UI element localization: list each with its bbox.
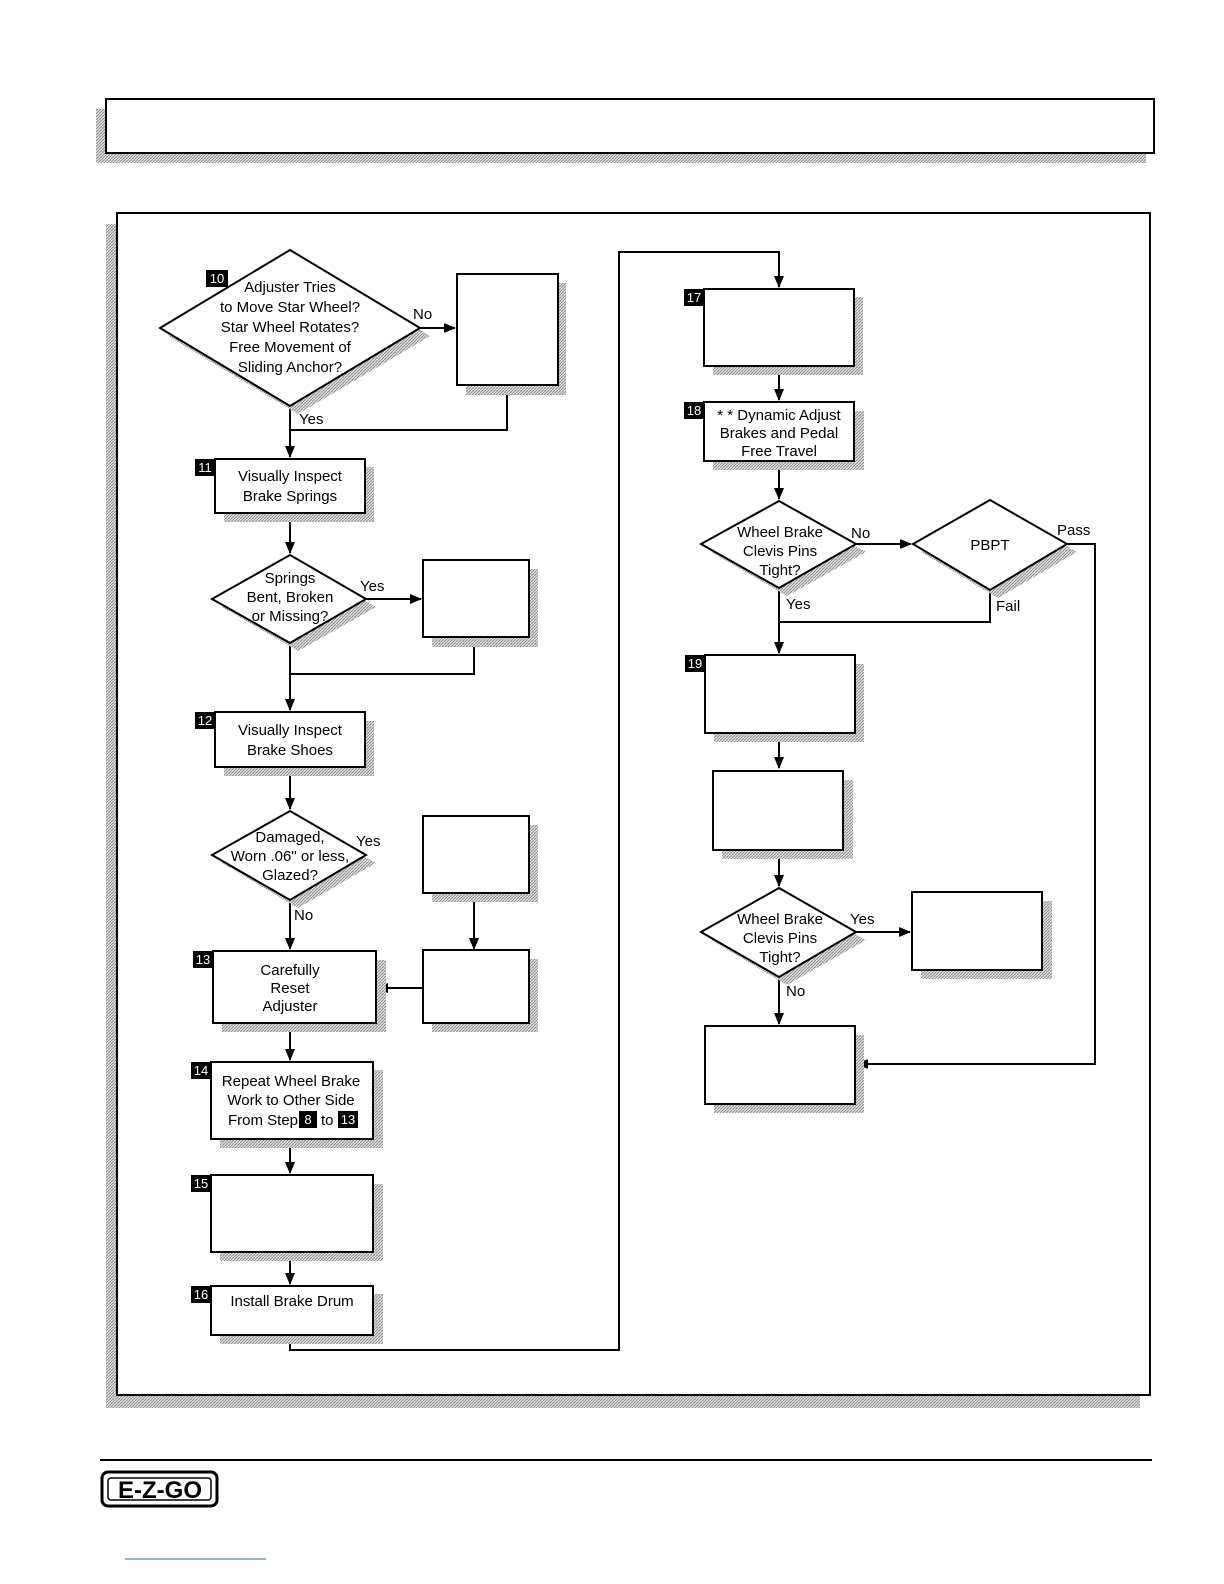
step-14-line-1: Repeat Wheel Brake [222,1073,360,1090]
step-number-13: 13 [196,952,210,967]
box-final [704,1025,864,1113]
step-number-14: 14 [194,1063,208,1078]
decision-shoes-line-2: Worn .06" or less, [231,848,349,865]
step-18-line-3: Free Travel [741,443,817,460]
step-number-15-badge [191,1175,211,1192]
step-17-box: 17 [684,288,863,375]
step-14-ref-a-badge [299,1111,317,1128]
step-number-11: 11 [198,460,212,475]
label-clevis-1-no: No [851,525,870,542]
step-16-line-1: Install Brake Drum [230,1293,353,1310]
step-11-line-2: Brake Springs [243,488,337,505]
step-number-19-badge [685,655,705,672]
step-16-box: 16 Install Brake Drum [191,1285,383,1344]
label-shoes-yes: Yes [356,833,380,850]
step-14-from-step: From Step [228,1112,298,1129]
step-number-11-badge [195,459,215,476]
step-15-box: 15 [191,1174,383,1261]
decision-10-line-5: Sliding Anchor? [238,359,342,376]
box-after-19 [712,770,853,859]
decision-clevis-2: Wheel Brake Clevis Pins Tight? [698,886,866,985]
label-clevis-2-no: No [786,983,805,1000]
box-10-no [456,273,566,395]
step-13-box: 13 Carefully Reset Adjuster [193,950,386,1032]
step-11-line-1: Visually Inspect [238,468,343,485]
step-13-line-1: Carefully [260,962,320,979]
decision-shoes: Damaged, Worn .06" or less, Glazed? [209,809,376,908]
step-14-ref-b: 13 [341,1112,355,1127]
label-shoes-no: No [294,907,313,924]
step-14-to: to [321,1112,334,1129]
decision-clevis-2-line-1: Wheel Brake [737,911,823,928]
label-springs-yes: Yes [360,578,384,595]
step-13-line-3: Adjuster [262,998,317,1015]
step-18-box: 18 * * Dynamic Adjust Brakes and Pedal F… [684,401,864,470]
step-number-17-badge [684,289,704,306]
decision-clevis-1-line-2: Clevis Pins [743,543,817,560]
step-12-line-1: Visually Inspect [238,722,343,739]
step-number-12: 12 [198,713,212,728]
header-bar [96,98,1155,163]
decision-springs-line-2: Bent, Broken [247,589,334,606]
decision-10-line-1: Adjuster Tries [244,279,336,296]
step-number-10-badge [206,270,228,287]
decision-pbpt: PBPT [911,498,1077,598]
step-number-16: 16 [194,1287,208,1302]
ezgo-logo: E-Z-GO [100,1470,219,1508]
decision-10-line-2: to Move Star Wheel? [220,299,360,316]
step-number-14-badge [191,1062,211,1079]
step-12-line-2: Brake Shoes [247,742,333,759]
step-number-12-badge [195,712,215,729]
label-clevis-2-yes: Yes [850,911,874,928]
connectors [285,251,1096,1351]
step-18-line-2: Brakes and Pedal [720,425,838,442]
step-number-10: 10 [210,271,224,286]
label-pbpt-fail: Fail [996,598,1020,615]
step-number-18: 18 [687,403,701,418]
step-13-line-2: Reset [270,980,310,997]
label-pbpt-pass: Pass [1057,522,1090,539]
decision-springs: Springs Bent, Broken or Missing? [209,553,376,651]
logo-text: E-Z-GO [118,1477,202,1504]
step-number-16-badge [191,1286,211,1303]
step-number-17: 17 [687,290,701,305]
decision-clevis-1: Wheel Brake Clevis Pins Tight? [698,499,866,596]
step-18-line-1: * * Dynamic Adjust [717,407,841,424]
step-number-19: 19 [688,656,702,671]
step-14-ref-a: 8 [304,1112,311,1127]
decision-shoes-line-3: Glazed? [262,867,318,884]
box-shoes-replace [422,949,538,1032]
decision-springs-line-3: or Missing? [252,608,329,625]
decision-10: 10 Adjuster Tries to Move Star Wheel? St… [158,248,430,414]
step-14-line-2: Work to Other Side [227,1092,354,1109]
label-10-yes: Yes [299,411,323,428]
label-10-no: No [413,306,432,323]
step-number-18-badge [684,402,704,419]
decision-clevis-2-line-3: Tight? [759,949,800,966]
step-19-box: 19 [685,654,864,742]
box-clevis-2-yes [911,891,1052,979]
decision-clevis-1-line-1: Wheel Brake [737,524,823,541]
decision-springs-line-1: Springs [265,570,316,587]
decision-10-line-4: Free Movement of [229,339,352,356]
decision-10-line-3: Star Wheel Rotates? [221,319,359,336]
decision-pbpt-label: PBPT [970,537,1009,554]
step-14-box: 14 Repeat Wheel Brake Work to Other Side… [191,1061,383,1148]
label-clevis-1-yes: Yes [786,596,810,613]
step-12-box: 12 Visually Inspect Brake Shoes [195,711,374,776]
step-number-13-badge [193,951,213,968]
box-springs-yes [422,559,538,647]
decision-clevis-2-line-2: Clevis Pins [743,930,817,947]
step-number-15: 15 [194,1176,208,1191]
step-11-box: 11 Visually Inspect Brake Springs [195,458,374,522]
step-14-ref-b-badge [338,1111,358,1128]
decision-shoes-line-1: Damaged, [255,829,324,846]
box-shoes-yes [422,815,538,902]
decision-clevis-1-line-3: Tight? [759,562,800,579]
